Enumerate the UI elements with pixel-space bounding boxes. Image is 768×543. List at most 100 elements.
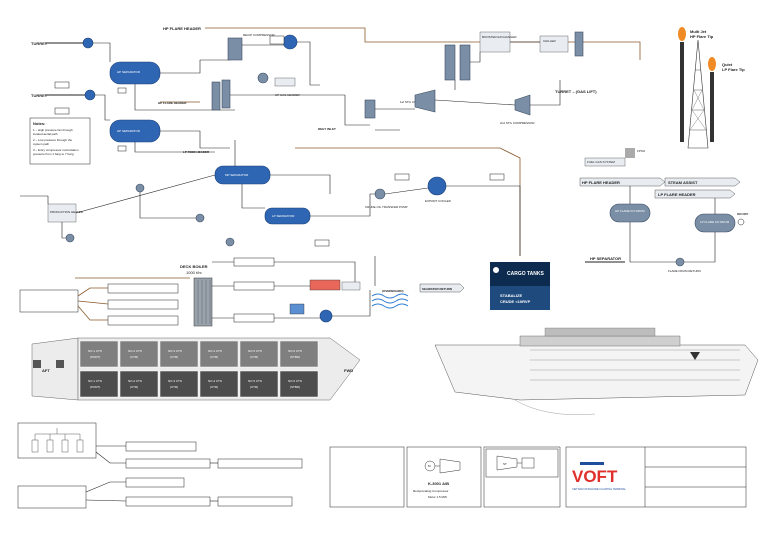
crude-spec-label: CRUDE <10RVP: [500, 299, 531, 304]
pipe-ko-3: [629, 222, 676, 263]
water-wave-icon: [371, 293, 409, 309]
dehy-inlet-label: DEHY INLET: [318, 127, 336, 131]
link-line-2: [77, 300, 109, 305]
pipe-b: [95, 94, 110, 121]
voft-logo: VOFT VIETNAM OFFSHORE FLOATING TERMINAL: [572, 462, 627, 491]
link-box-2: [107, 299, 179, 310]
pipe-l: [434, 99, 516, 106]
link-box-main: [19, 289, 79, 313]
note-2b: system path: [33, 142, 50, 146]
compressor-legend-icon: M: [424, 458, 461, 474]
deck-boiler-vessel: [193, 277, 213, 327]
pipe-a: [93, 42, 111, 62]
on-off-valve-icon: [737, 218, 745, 226]
instr-box-3: [394, 173, 410, 181]
cargo-tank-side: (CTR): [250, 355, 258, 359]
pipe-t: [241, 184, 265, 209]
hp-flare-header-top-label: HP FLARE HEADER: [163, 26, 201, 31]
chiller-label: CHILLER: [543, 39, 557, 43]
boiler-box-2: [233, 281, 275, 291]
lp-flare-riser: [710, 72, 714, 142]
cargo-tank-name: NO.5 CTS: [248, 379, 262, 383]
export-cooler-label: EXPORT COOLER: [425, 199, 452, 203]
booster-exchanger-label: BOOSTER EXCHANGER: [482, 35, 517, 39]
fuel-gas-box: [274, 77, 296, 87]
boiler-rate-label: 1000 t/hr: [186, 270, 202, 275]
valve-box-2: [117, 145, 127, 152]
ship-side-view: [434, 327, 759, 415]
lp-flare-ko-drum-label: LP FLARE KO DRUM: [700, 220, 730, 224]
lp-separator-label: LP SEPARATOR: [272, 214, 295, 218]
cargo-tank-name: NO.4 CTS: [208, 379, 222, 383]
lp-feed-header-label: LP FEED HEADER: [183, 150, 210, 154]
instr-box-4: [489, 173, 505, 181]
chiller-vessel: [574, 31, 584, 57]
fwd-label: FWD: [344, 368, 353, 373]
cargo-tank-cell: [79, 370, 119, 398]
svg-text:M: M: [428, 464, 431, 468]
bottom-line-5: [85, 499, 127, 502]
lp-flare-header-label: LP FLARE HEADER: [658, 192, 696, 197]
cargo-tanks-label: CARGO TANKS: [507, 271, 545, 277]
legend-panel-blank: [329, 446, 405, 508]
pipe-z: [384, 187, 429, 195]
overboard-label: (OVERBOARD): [382, 289, 404, 293]
turret-2-label: TURRET: [31, 93, 48, 98]
pipe-w: [270, 174, 331, 194]
bottom-link-6: [217, 496, 293, 507]
cargo-tank-cell: [279, 340, 319, 368]
bottom-link-3: [217, 458, 303, 469]
crude-transfer-pump-label: CRUDE OIL TRANSFER PUMP: [365, 205, 408, 209]
cargo-tank-cell: [239, 370, 279, 398]
heater-2-icon: [84, 89, 96, 101]
cargo-tank-name: NO.3 CTS: [168, 379, 182, 383]
bottom-link-4: [125, 477, 185, 488]
fpso-block: [625, 148, 635, 158]
boiler-pipe-7: [332, 290, 371, 317]
cargo-tank-cell: [119, 340, 159, 368]
cargo-tank-name: NO.5 CTS: [248, 349, 262, 353]
pipe-h: [297, 41, 320, 86]
cargo-tank-side: (CTR): [130, 385, 138, 389]
pipe-f: [134, 142, 215, 153]
second-stage-scrubber: [459, 44, 471, 81]
tank-row-top: NO.1 CTS(PORT)NO.2 CTS(CTR)NO.3 CTS(CTR)…: [79, 340, 319, 368]
pipe-p: [530, 80, 561, 106]
steam-cooler-icon: [319, 309, 333, 323]
flare-drum-pump-icon: [675, 257, 685, 267]
compressor-legend-line1: Reciprocating Compressor: [413, 489, 449, 493]
cargo-tank-cell: [159, 340, 199, 368]
legend-panel-compressor: [406, 446, 482, 508]
compressor-legend-title: K-3001 A/B: [428, 481, 449, 486]
cargo-tank-name: NO.4 CTS: [208, 349, 222, 353]
pipe-x: [61, 222, 66, 239]
export-cooler-icon: [427, 176, 447, 196]
deck-boiler-label: DECK BOILER: [180, 264, 208, 269]
hp-separator-top-label: HP SEPARATOR: [117, 70, 141, 74]
quiet-label: Quiet: [722, 62, 733, 67]
hp-flare-riser: [680, 42, 684, 142]
hp-separator-bottom-label: HP SEPARATOR: [117, 129, 141, 133]
pipe-n: [470, 52, 481, 63]
logo-text: VOFT: [572, 467, 618, 486]
hp-flare-ko-drum-label: HP FLARE KO DRUM: [615, 209, 645, 213]
note-3: 3 – Entry compressor recirculation: [33, 148, 79, 152]
bottom-line-2: [95, 451, 126, 464]
cargo-tank-side: (CTR): [130, 355, 138, 359]
hp-separator-label: HP SEPARATOR: [590, 256, 621, 261]
pipe-c: [160, 59, 230, 74]
aft-block-2: [56, 360, 64, 368]
notes-box: [29, 117, 91, 165]
hp-flare-stack: [687, 39, 709, 149]
stabilize-crude-label: STABALIZE: [500, 293, 522, 298]
hp-flare-header-label: HP FLARE HEADER: [582, 180, 620, 185]
lp-flare-header-arrow: [654, 189, 736, 199]
hp-flare-header-line: [205, 27, 641, 60]
cargo-tank-cell: [119, 370, 159, 398]
pipe-ko-4: [684, 232, 716, 263]
cargo-tank-name: NO.2 CTS: [128, 379, 142, 383]
gas-compressor-2-label: 2nd STG COMPRESSOR: [500, 121, 535, 125]
turret-1-label: TURRET: [31, 41, 48, 46]
cargo-tank-cell: [199, 340, 239, 368]
